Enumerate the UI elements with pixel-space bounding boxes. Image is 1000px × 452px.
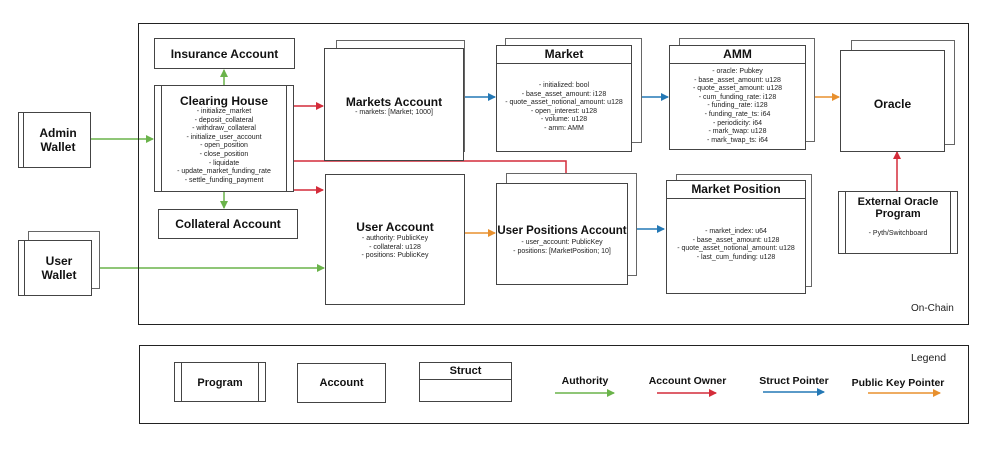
legend-account-shape: Account xyxy=(297,363,386,403)
collateral-account-title: Collateral Account xyxy=(175,217,281,231)
insurance-account-title: Insurance Account xyxy=(170,47,279,61)
markets-account[interactable]: Markets Account - markets: [Market; 1000… xyxy=(324,48,464,161)
clearing-house-line: - update_market_funding_rate xyxy=(177,168,271,176)
clearing-house-line: - initialize_market xyxy=(196,108,252,115)
market-fields: - initialized: bool- base_asset_amount: … xyxy=(497,82,631,134)
insurance-account[interactable]: Insurance Account xyxy=(154,38,295,69)
admin-wallet[interactable]: Admin Wallet xyxy=(18,112,91,168)
market-position-line: - market_index: u64 xyxy=(705,228,767,235)
user-wallet-title-line2: Wallet xyxy=(41,268,77,282)
legend-region xyxy=(139,345,969,424)
clearing-house-line: - settle_funding_payment xyxy=(184,176,264,184)
clearing-house-title: Clearing House xyxy=(179,94,269,108)
user-wallet[interactable]: User Wallet xyxy=(18,240,92,296)
user-positions-account-line: - user_account: PublicKey xyxy=(521,239,603,246)
user-account-line: - collateral: u128 xyxy=(369,243,421,251)
markets-account-line: - markets: [Market; 1000] xyxy=(355,109,433,116)
user-account-line: - positions: PublicKey xyxy=(361,252,429,260)
amm-line: - periodicity: i64 xyxy=(712,119,763,127)
external-oracle-program[interactable]: External Oracle Program - Pyth/Switchboa… xyxy=(838,191,958,254)
clearing-house-line: - initialize_user_account xyxy=(186,133,262,141)
clearing-house-line: - liquidate xyxy=(208,159,240,167)
user-positions-account-title: User Positions Account xyxy=(497,225,627,237)
market-line: - amm: AMM xyxy=(544,124,584,132)
legend-public-key-pointer-label: Public Key Pointer xyxy=(851,377,945,389)
user-account-line: - authority: PublicKey xyxy=(361,235,429,242)
user-positions-account[interactable]: User Positions Account - user_account: P… xyxy=(496,183,628,285)
amm-title: AMM xyxy=(723,47,752,61)
user-account-fields: - authority: PublicKey- collateral: u128… xyxy=(326,235,464,261)
clearing-house-line: - withdraw_collateral xyxy=(192,125,256,133)
external-oracle-fields: - Pyth/Switchboard xyxy=(839,230,957,239)
clearing-house-instructions: - initialize_market- deposit_collateral-… xyxy=(155,108,293,185)
user-wallet-title-line1: User xyxy=(45,254,73,268)
markets-account-fields: - markets: [Market; 1000] xyxy=(325,109,463,118)
oracle-title: Oracle xyxy=(873,97,912,111)
amm-struct[interactable]: AMM - oracle: Pubkey- base_asset_amount:… xyxy=(669,45,806,150)
oracle-account[interactable]: Oracle xyxy=(840,50,945,152)
amm-line: - oracle: Pubkey xyxy=(712,68,763,75)
market-position-line: - base_asset_amount: u128 xyxy=(692,236,780,244)
user-account[interactable]: User Account - authority: PublicKey- col… xyxy=(325,174,465,305)
market-position-line: - quote_asset_notional_amount: u128 xyxy=(677,245,795,253)
legend-struct-shape: Struct xyxy=(419,362,512,402)
admin-wallet-title-line2: Wallet xyxy=(40,140,76,154)
admin-wallet-title-line1: Admin xyxy=(39,126,77,140)
user-positions-account-fields: - user_account: PublicKey- positions: [M… xyxy=(497,239,627,256)
market-line: - quote_asset_notional_amount: u128 xyxy=(505,99,623,107)
legend-struct-pointer-label: Struct Pointer xyxy=(759,375,829,387)
collateral-account[interactable]: Collateral Account xyxy=(158,209,298,239)
market-struct[interactable]: Market - initialized: bool- base_asset_a… xyxy=(496,45,632,152)
market-position-title: Market Position xyxy=(691,182,781,196)
market-line: - base_asset_amount: i128 xyxy=(521,90,607,98)
legend-authority-label: Authority xyxy=(561,375,609,387)
on-chain-region xyxy=(138,23,969,325)
amm-line: - funding_rate: i128 xyxy=(707,102,768,110)
user-account-title: User Account xyxy=(356,220,434,234)
clearing-house-line: - deposit_collateral xyxy=(194,116,254,124)
amm-line: - mark_twap_ts: i64 xyxy=(706,136,769,144)
on-chain-label: On-Chain xyxy=(911,303,954,314)
market-line: - initialized: bool xyxy=(538,82,590,89)
clearing-house-program[interactable]: Clearing House - initialize_market- depo… xyxy=(154,85,294,192)
amm-line: - cum_funding_rate: i128 xyxy=(698,93,777,101)
market-position-struct[interactable]: Market Position - market_index: u64- bas… xyxy=(666,180,806,294)
clearing-house-line: - open_position xyxy=(200,142,248,150)
amm-line: - mark_twap: u128 xyxy=(708,128,767,136)
external-oracle-title-line2: Program xyxy=(875,208,921,220)
amm-line: - quote_asset_amount: u128 xyxy=(692,85,783,93)
market-line: - open_interest: u128 xyxy=(530,107,598,115)
markets-account-title: Markets Account xyxy=(345,95,443,109)
amm-fields: - oracle: Pubkey- base_asset_amount: u12… xyxy=(670,68,805,145)
legend-struct-label: Struct xyxy=(449,365,482,377)
legend-account-owner-label: Account Owner xyxy=(648,375,727,387)
external-oracle-line: - Pyth/Switchboard xyxy=(868,230,928,237)
amm-line: - base_asset_amount: u128 xyxy=(694,76,781,84)
legend-program-shape: Program xyxy=(174,362,266,402)
market-title: Market xyxy=(544,47,584,61)
user-positions-account-line: - positions: [MarketPosition; 10] xyxy=(513,247,611,255)
market-position-fields: - market_index: u64- base_asset_amount: … xyxy=(667,228,805,262)
external-oracle-title-line1: External Oracle xyxy=(857,196,939,208)
legend-program-label: Program xyxy=(197,377,243,389)
market-line: - volume: u128 xyxy=(540,116,588,124)
legend-title: Legend xyxy=(911,352,947,364)
market-position-line: - last_cum_funding: u128 xyxy=(696,253,776,261)
legend-account-label: Account xyxy=(319,377,364,389)
amm-line: - funding_rate_ts: i64 xyxy=(704,110,771,118)
clearing-house-line: - close_position xyxy=(199,150,249,158)
